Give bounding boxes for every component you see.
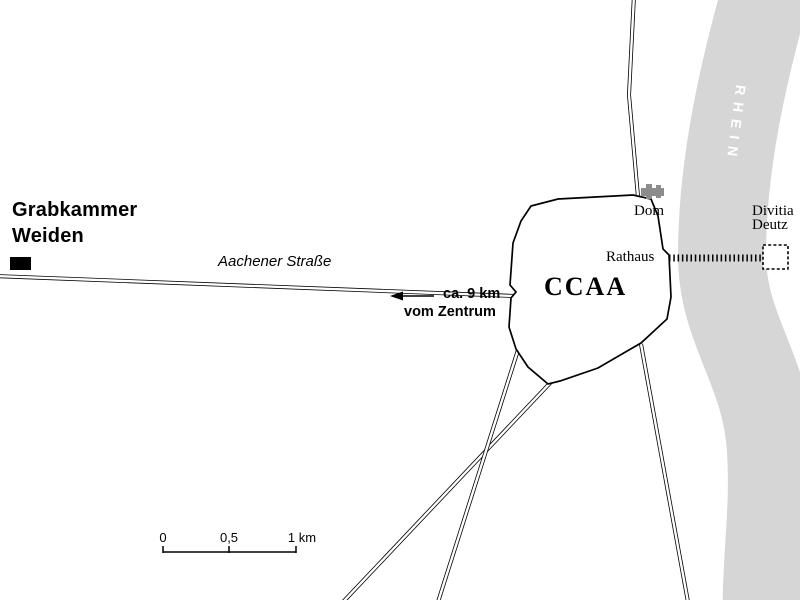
city-wall bbox=[508, 194, 672, 385]
scale-bar bbox=[162, 546, 297, 553]
distance-note-line1: ca. 9 km bbox=[443, 286, 501, 302]
fort-label-line2: Deutz bbox=[752, 217, 788, 233]
city-label-ccaa: CCAA bbox=[544, 272, 628, 301]
scale-tick-half-label: 0,5 bbox=[219, 530, 239, 545]
dom-label: Dom bbox=[634, 203, 664, 219]
road-southwest bbox=[342, 379, 554, 600]
rathaus-label: Rathaus bbox=[606, 249, 655, 265]
scale-tick-0-label: 0 bbox=[159, 530, 167, 545]
road-north bbox=[626, 0, 640, 198]
fort-label-line1: Divitia bbox=[752, 203, 794, 219]
grave-marker bbox=[10, 257, 31, 270]
road-south bbox=[436, 349, 520, 600]
road-southeast bbox=[639, 343, 690, 600]
distance-note-line2: vom Zentrum bbox=[404, 304, 496, 320]
road-aachener-strasse bbox=[0, 274, 515, 298]
road-label-aachener-strasse: Aachener Straße bbox=[218, 253, 332, 270]
distance-arrow-icon bbox=[390, 291, 434, 301]
fort-divitia-outline bbox=[762, 244, 789, 270]
dom-icon bbox=[641, 184, 664, 199]
site-label-line2: Weiden bbox=[12, 225, 84, 247]
scale-tick-full-label: 1 km bbox=[287, 530, 317, 545]
rhine-river-band bbox=[677, 0, 800, 600]
site-label-line1: Grabkammer bbox=[12, 199, 138, 221]
